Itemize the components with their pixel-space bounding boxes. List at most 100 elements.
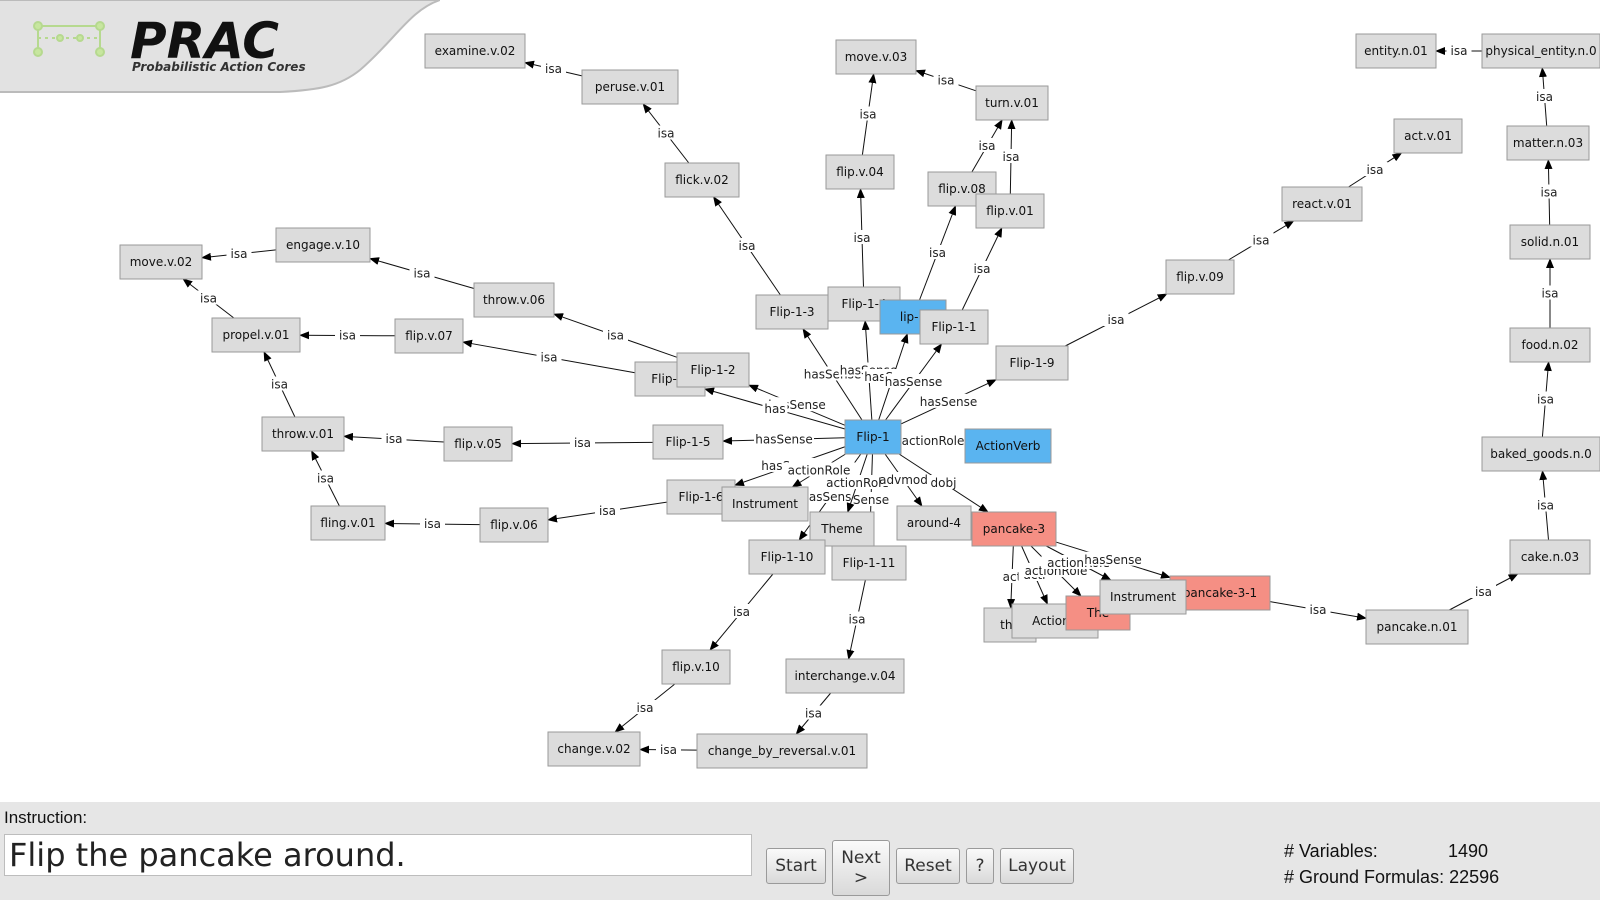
node-flip.v.07[interactable]: flip.v.07 (394, 318, 464, 354)
node-Flip-1-2[interactable]: Flip-1-2 (676, 352, 750, 388)
node-box[interactable] (825, 154, 895, 190)
node-label: pancake-3 (983, 522, 1045, 536)
node-box[interactable] (1169, 575, 1271, 611)
node-act.v.01[interactable]: act.v.01 (1393, 118, 1463, 154)
node-food.n.02[interactable]: food.n.02 (1509, 327, 1591, 363)
edge-engage.v.10-move.v.02: isa (201, 245, 277, 261)
node-flick.v.02[interactable]: flick.v.02 (664, 162, 740, 198)
node-box[interactable] (721, 486, 809, 522)
node-box[interactable] (964, 428, 1052, 464)
node-box[interactable] (975, 85, 1049, 121)
next-button[interactable]: Next > (832, 840, 890, 896)
node-peruse.v.01[interactable]: peruse.v.01 (581, 69, 679, 105)
node-box[interactable] (995, 345, 1069, 381)
layout-button[interactable]: Layout (1000, 848, 1074, 884)
instruction-input[interactable] (4, 834, 752, 876)
node-flip.v.04[interactable]: flip.v.04 (825, 154, 895, 190)
reset-button[interactable]: Reset (896, 848, 960, 884)
node-box[interactable] (547, 731, 641, 767)
node-box[interactable] (275, 227, 371, 263)
node-box[interactable] (1281, 186, 1363, 222)
node-react.v.01[interactable]: react.v.01 (1281, 186, 1363, 222)
node-box[interactable] (1365, 609, 1469, 645)
node-throw.v.06[interactable]: throw.v.06 (473, 282, 555, 318)
node-box[interactable] (896, 505, 972, 541)
node-box[interactable] (676, 352, 750, 388)
node-box[interactable] (652, 424, 724, 460)
node-box[interactable] (919, 309, 989, 345)
node-change.v.02[interactable]: change.v.02 (547, 731, 641, 767)
node-Flip-1-1[interactable]: Flip-1-1 (919, 309, 989, 345)
node-Flip-1-9[interactable]: Flip-1-9 (995, 345, 1069, 381)
node-box[interactable] (424, 33, 526, 69)
node-box[interactable] (1165, 259, 1235, 295)
node-turn.v.01[interactable]: turn.v.01 (975, 85, 1049, 121)
help-button[interactable]: ? (966, 848, 994, 884)
node-move.v.02[interactable]: move.v.02 (119, 244, 203, 280)
node-cake.n.03[interactable]: cake.n.03 (1509, 539, 1591, 575)
node-box[interactable] (748, 539, 826, 575)
node-box[interactable] (119, 244, 203, 280)
node-around-4[interactable]: around-4 (896, 505, 972, 541)
edge-label-bg (918, 393, 979, 408)
node-box[interactable] (1509, 539, 1591, 575)
node-flip.v.05[interactable]: flip.v.05 (443, 426, 513, 462)
node-box[interactable] (310, 505, 386, 541)
node-move.v.03[interactable]: move.v.03 (835, 39, 917, 75)
node-box[interactable] (211, 317, 301, 353)
node-box[interactable] (661, 649, 731, 685)
node-Flip-1-11[interactable]: Flip-1-11 (831, 545, 907, 581)
node-box[interactable] (975, 193, 1045, 229)
node-box[interactable] (835, 39, 917, 75)
node-pancake-3-1[interactable]: pancake-3-1 (1169, 575, 1271, 611)
node-Flip-1-5[interactable]: Flip-1-5 (652, 424, 724, 460)
network-graph[interactable]: isaisaisaisaisaisaisaisaisaisaisaisaisai… (0, 0, 1600, 802)
node-baked_goods.n.01[interactable]: baked_goods.n.0 (1481, 436, 1600, 472)
node-change_by_reversal.v.01[interactable]: change_by_reversal.v.01 (696, 733, 868, 769)
node-flip.v.09[interactable]: flip.v.09 (1165, 259, 1235, 295)
node-physical_entity.n.01[interactable]: physical_entity.n.0 (1481, 33, 1600, 69)
node-box[interactable] (844, 419, 902, 455)
node-flip.v.06[interactable]: flip.v.06 (479, 507, 549, 543)
node-box[interactable] (581, 69, 679, 105)
node-box[interactable] (831, 545, 907, 581)
node-Flip-1[interactable]: Flip-1 (844, 419, 902, 455)
node-matter.n.03[interactable]: matter.n.03 (1506, 125, 1590, 161)
node-flip.v.10[interactable]: flip.v.10 (661, 649, 731, 685)
node-Instrument-2[interactable]: Instrument (1099, 579, 1187, 615)
start-button[interactable]: Start (766, 848, 826, 884)
node-box[interactable] (1393, 118, 1463, 154)
node-box[interactable] (1509, 327, 1591, 363)
node-box[interactable] (1481, 436, 1600, 472)
node-box[interactable] (971, 511, 1057, 547)
node-fling.v.01[interactable]: fling.v.01 (310, 505, 386, 541)
node-pancake.n.01[interactable]: pancake.n.01 (1365, 609, 1469, 645)
node-Instrument-1[interactable]: Instrument (721, 486, 809, 522)
node-box[interactable] (1099, 579, 1187, 615)
node-engage.v.10[interactable]: engage.v.10 (275, 227, 371, 263)
node-interchange.v.04[interactable]: interchange.v.04 (785, 658, 905, 694)
node-box[interactable] (479, 507, 549, 543)
node-pancake-3[interactable]: pancake-3 (971, 511, 1057, 547)
node-box[interactable] (696, 733, 868, 769)
node-Flip-1-10[interactable]: Flip-1-10 (748, 539, 826, 575)
node-throw.v.01[interactable]: throw.v.01 (261, 416, 345, 452)
node-box[interactable] (261, 416, 345, 452)
node-box[interactable] (1506, 125, 1590, 161)
node-box[interactable] (394, 318, 464, 354)
node-box[interactable] (1355, 33, 1437, 69)
edge-label: isa (854, 231, 871, 245)
node-box[interactable] (1509, 224, 1591, 260)
node-box[interactable] (473, 282, 555, 318)
node-box[interactable] (664, 162, 740, 198)
node-entity.n.01[interactable]: entity.n.01 (1355, 33, 1437, 69)
node-examine.v.02[interactable]: examine.v.02 (424, 33, 526, 69)
node-box[interactable] (443, 426, 513, 462)
node-propel.v.01[interactable]: propel.v.01 (211, 317, 301, 353)
node-box[interactable] (785, 658, 905, 694)
node-flip.v.01[interactable]: flip.v.01 (975, 193, 1045, 229)
node-Flip-1-3[interactable]: Flip-1-3 (755, 294, 829, 330)
node-ActionVerb[interactable]: ActionVerb (964, 428, 1052, 464)
node-solid.n.01[interactable]: solid.n.01 (1509, 224, 1591, 260)
node-box[interactable] (1481, 33, 1600, 69)
